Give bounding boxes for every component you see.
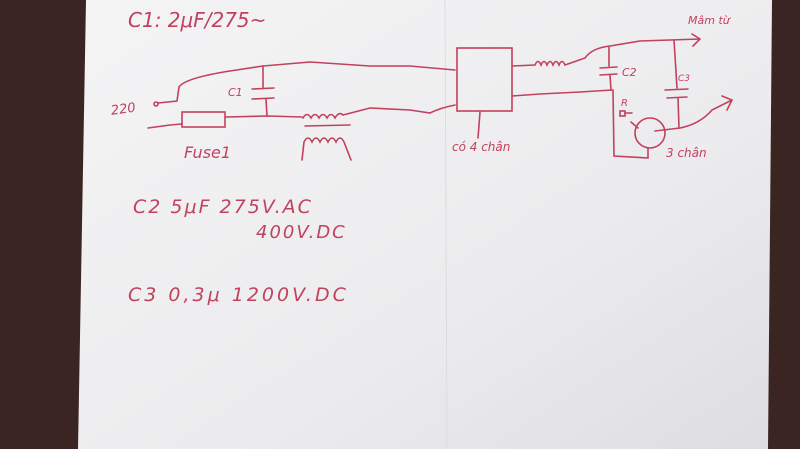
wire-r-emitter <box>612 89 649 159</box>
c3-label: C3 <box>678 74 691 84</box>
c1-label: C1 <box>228 86 243 99</box>
fuse-label: Fuse1 <box>184 143 232 162</box>
output-note: Mâm từ <box>688 14 730 27</box>
capacitor-c1 <box>251 65 275 117</box>
bridge-rectifier-box <box>456 47 513 112</box>
bridge-note: có 4 chân <box>452 140 511 154</box>
resistor-label: R <box>621 98 628 109</box>
c3-spec-note: C3 0,3μ 1200V.DC <box>128 284 349 306</box>
paper-sheet <box>78 0 772 449</box>
capacitor-c3 <box>664 39 689 129</box>
capacitor-c2 <box>599 45 618 91</box>
wire-fuse-c1 <box>225 115 303 118</box>
transistor-symbol <box>634 117 666 149</box>
bridge-leg <box>477 111 481 139</box>
fuse-symbol <box>181 111 226 128</box>
inductor-core <box>304 124 351 127</box>
wire-top-right <box>511 33 702 68</box>
inductor-coil <box>301 137 352 161</box>
transistor-note: 3 chân <box>666 146 707 160</box>
wire-output-arrow <box>654 95 734 132</box>
c2-spec-dc-note: 400V.DC <box>256 222 347 243</box>
wire-bottom-right <box>511 89 613 97</box>
c2-spec-note: C2 5μF 275V.AC <box>133 196 313 218</box>
inductor-symbol <box>302 104 456 120</box>
c1-spec-note: C1: 2μF/275~ <box>128 8 267 32</box>
paper-fold <box>444 0 448 449</box>
wire-top-left <box>157 61 456 104</box>
input-terminal-top <box>153 101 159 107</box>
c2-label: C2 <box>622 66 637 79</box>
wire-bottom-left <box>147 123 183 129</box>
